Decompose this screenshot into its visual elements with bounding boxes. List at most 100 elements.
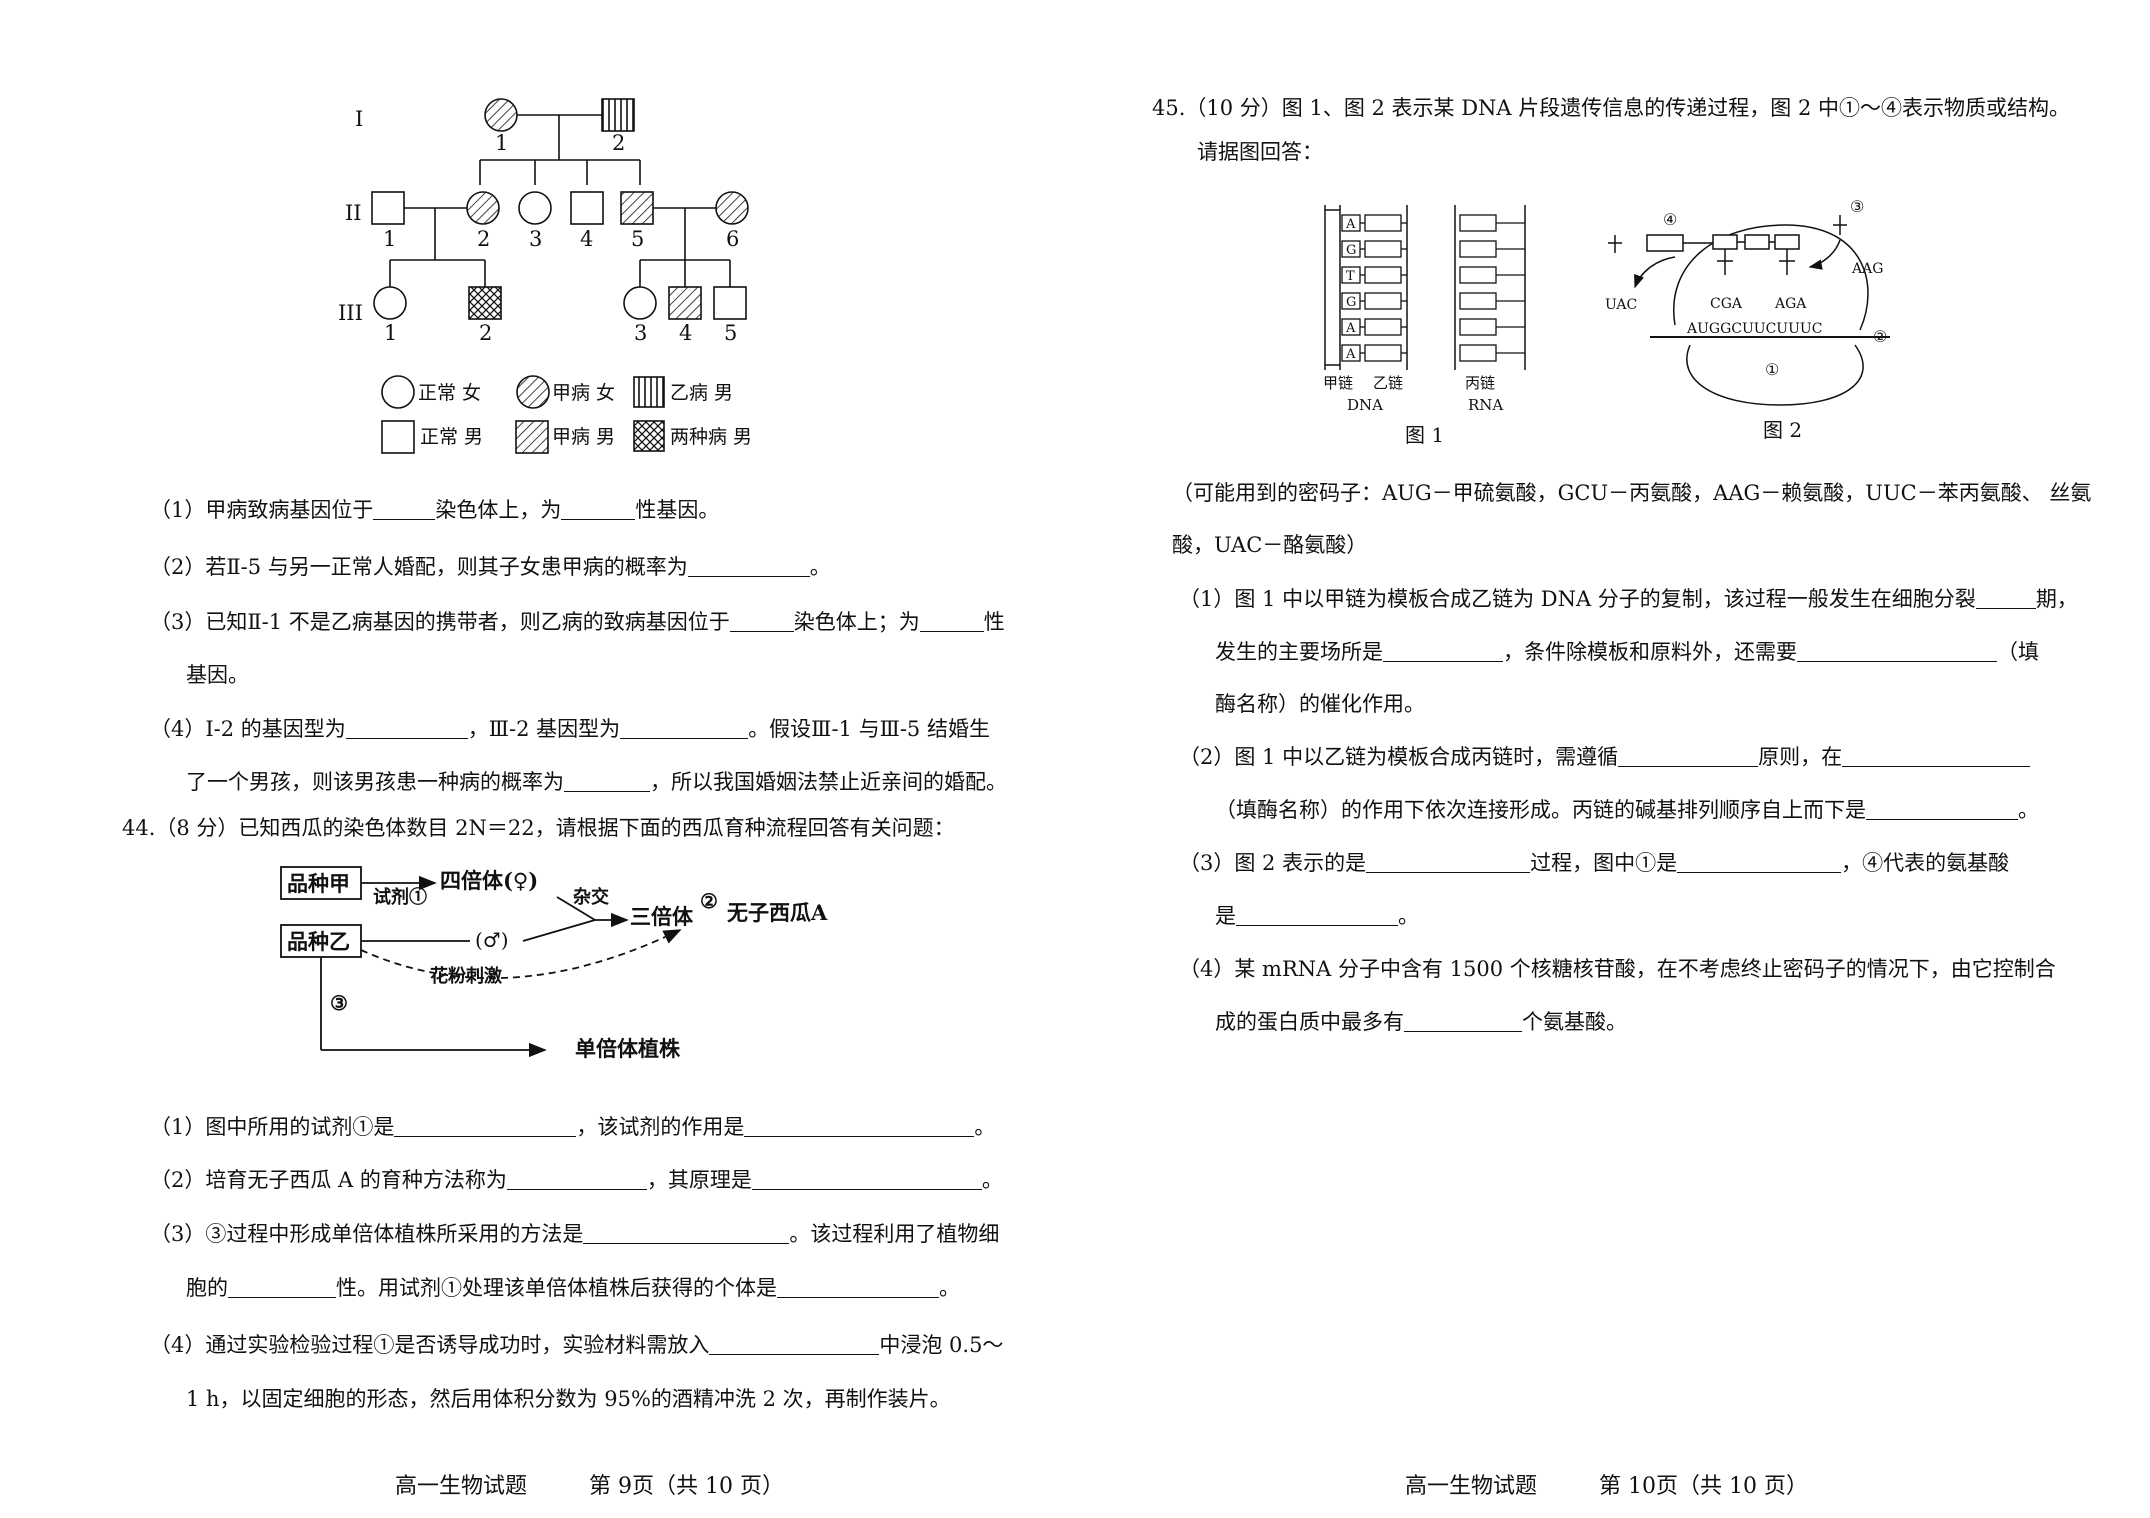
svg-text:3: 3	[529, 227, 542, 251]
answer-blank[interactable]	[506, 1167, 647, 1190]
answer-blank[interactable]	[1618, 744, 1759, 767]
answer-blank[interactable]	[1866, 797, 2018, 820]
q45-intro: 45.（10 分）图 1、图 2 表示某 DNA 片段遗传信息的传递过程，图 2…	[1152, 96, 2070, 120]
q45-part1-cont: 发生的主要场所是，条件除模板和原料外，还需要（填	[1215, 639, 2039, 664]
gen2-male-jia-5	[620, 191, 654, 225]
svg-text:4: 4	[679, 321, 692, 345]
answer-blank[interactable]	[620, 716, 749, 739]
rna-base-box	[1459, 240, 1497, 258]
answer-blank[interactable]	[1842, 744, 2031, 767]
answer-blank[interactable]	[228, 1275, 336, 1298]
variety-a-label: 品种甲	[287, 871, 350, 896]
q45-part3: （3）图 2 表示的是过程，图中①是，④代表的氨基酸	[1179, 850, 2010, 875]
individual-numbers: 1 2 1 2 3 4 5 6 1 2 3 4 5	[383, 131, 739, 345]
answer-blank[interactable]	[373, 497, 436, 520]
answer-blank[interactable]	[1404, 1009, 1522, 1032]
dna-base-letter: A	[1345, 321, 1356, 336]
haploid-plant-label: 单倍体植株	[575, 1036, 680, 1061]
complement-base-box	[1364, 240, 1402, 258]
q45-part2: （2）图 1 中以乙链为模板合成丙链时，需遵循原则，在	[1179, 742, 2031, 772]
svg-text:6: 6	[726, 227, 739, 251]
dna-base-letter: A	[1345, 347, 1356, 362]
q43-part1: （1）甲病致病基因位于染色体上，为性基因。	[150, 497, 720, 522]
dna-base-letter: A	[1345, 217, 1356, 232]
q45-part1-cont2: 酶名称）的催化作用。	[1215, 692, 1425, 716]
gen2-male-normal-4	[570, 191, 604, 225]
gen2-female-jia-6	[715, 191, 749, 225]
answer-blank[interactable]	[1366, 850, 1531, 873]
dna-label: DNA	[1347, 396, 1383, 414]
q44-intro: 44.（8 分）已知西瓜的染色体数目 2N＝22，请根据下面的西瓜育种流程回答有…	[122, 816, 955, 840]
svg-text:5: 5	[631, 227, 644, 251]
answer-blank[interactable]	[345, 716, 468, 739]
answer-blank[interactable]	[561, 497, 636, 520]
svg-text:3: 3	[634, 321, 647, 345]
pedigree-individuals	[371, 98, 749, 320]
trna-right	[1833, 215, 1847, 235]
answer-blank[interactable]	[1797, 639, 1997, 662]
codon-note-2: 酸，UAC－酪氨酸）	[1172, 533, 1368, 557]
strand-yi-label: 乙链	[1373, 374, 1403, 392]
strand-bing-label: 丙链	[1465, 374, 1495, 392]
marker-3: ③	[1850, 197, 1864, 216]
q43-part4: （4）Ⅰ-2 的基因型为，Ⅲ-2 基因型为。假设Ⅲ-1 与Ⅲ-5 结婚生	[150, 716, 990, 741]
answer-blank[interactable]	[1236, 903, 1398, 926]
q45-part4: （4）某 mRNA 分子中含有 1500 个核糖核苷酸，在不考虑终止密码子的情况…	[1179, 957, 2056, 981]
complement-base-box	[1364, 214, 1402, 232]
strand-jia-label: 甲链	[1323, 374, 1353, 392]
left-footer: 高一生物试题第 9页（共 10 页）	[395, 1474, 784, 1499]
svg-text:4: 4	[580, 227, 593, 251]
right-footer: 高一生物试题第 10页（共 10 页）	[1405, 1474, 1808, 1499]
answer-blank[interactable]	[751, 1167, 982, 1190]
svg-text:正常 男: 正常 男	[420, 426, 483, 448]
pedigree-chart: I II III	[338, 98, 752, 454]
figure-2-caption: 图 2	[1763, 418, 1802, 442]
q44-part4-cont: 1 h，以固定细胞的形态，然后用体积分数为 95%的酒精冲洗 2 次，再制作装片…	[186, 1387, 951, 1411]
gen3-male-both-2	[468, 286, 502, 320]
pedigree-lines	[389, 114, 731, 287]
answer-blank[interactable]	[919, 609, 984, 632]
q45-intro-cont: 请据图回答：	[1197, 140, 1323, 164]
reagent-label: 试剂①	[373, 886, 427, 908]
answer-blank[interactable]	[687, 554, 810, 577]
answer-blank[interactable]	[1383, 639, 1503, 662]
svg-text:2: 2	[479, 321, 492, 345]
ribosome-small-subunit	[1686, 344, 1864, 406]
q43-part3-cont: 基因。	[186, 663, 249, 687]
answer-blank[interactable]	[394, 1114, 577, 1137]
answer-blank[interactable]	[709, 1332, 880, 1355]
figure-1-caption: 图 1	[1405, 423, 1444, 447]
gen-label-2: II	[345, 201, 362, 225]
rna-base-box	[1459, 266, 1497, 284]
variety-b-box	[280, 924, 362, 958]
gen2-female-jia-2	[466, 191, 500, 225]
svg-text:正常 女: 正常 女	[418, 382, 481, 404]
svg-text:1: 1	[383, 227, 396, 251]
complement-base-box	[1364, 266, 1402, 284]
left-page: I II III	[122, 98, 1007, 1499]
codon-note-1: （可能用到的密码子：AUG－甲硫氨酸，GCU－丙氨酸，AAG－赖氨酸，UUC－苯…	[1172, 481, 2092, 505]
answer-blank[interactable]	[777, 1275, 939, 1298]
dna-base-letter: T	[1346, 269, 1355, 284]
svg-text:1: 1	[495, 131, 508, 155]
gen-label-1: I	[355, 107, 363, 131]
generation-labels: I II III	[338, 107, 363, 325]
gen-label-3: III	[338, 301, 363, 325]
q44-part4: （4）通过实验检验过程①是否诱导成功时，实验材料需放入中浸泡 0.5～	[150, 1332, 1004, 1357]
answer-blank[interactable]	[564, 769, 650, 792]
gen2-female-normal-3	[518, 191, 552, 225]
answer-blank[interactable]	[729, 609, 794, 632]
right-page: 45.（10 分）图 1、图 2 表示某 DNA 片段遗传信息的传递过程，图 2…	[1075, 0, 2150, 1518]
step2-label: ②	[700, 889, 718, 913]
answer-blank[interactable]	[1975, 586, 2036, 609]
aga-label: AGA	[1774, 296, 1807, 312]
answer-blank[interactable]	[1677, 850, 1842, 873]
svg-text:2: 2	[477, 227, 490, 251]
aag-label: AAG	[1851, 261, 1883, 277]
answer-blank[interactable]	[583, 1221, 790, 1244]
cross-label: 杂交	[573, 886, 609, 908]
answer-blank[interactable]	[744, 1114, 975, 1137]
seedless-watermelon-label: 无子西瓜A	[727, 900, 828, 925]
